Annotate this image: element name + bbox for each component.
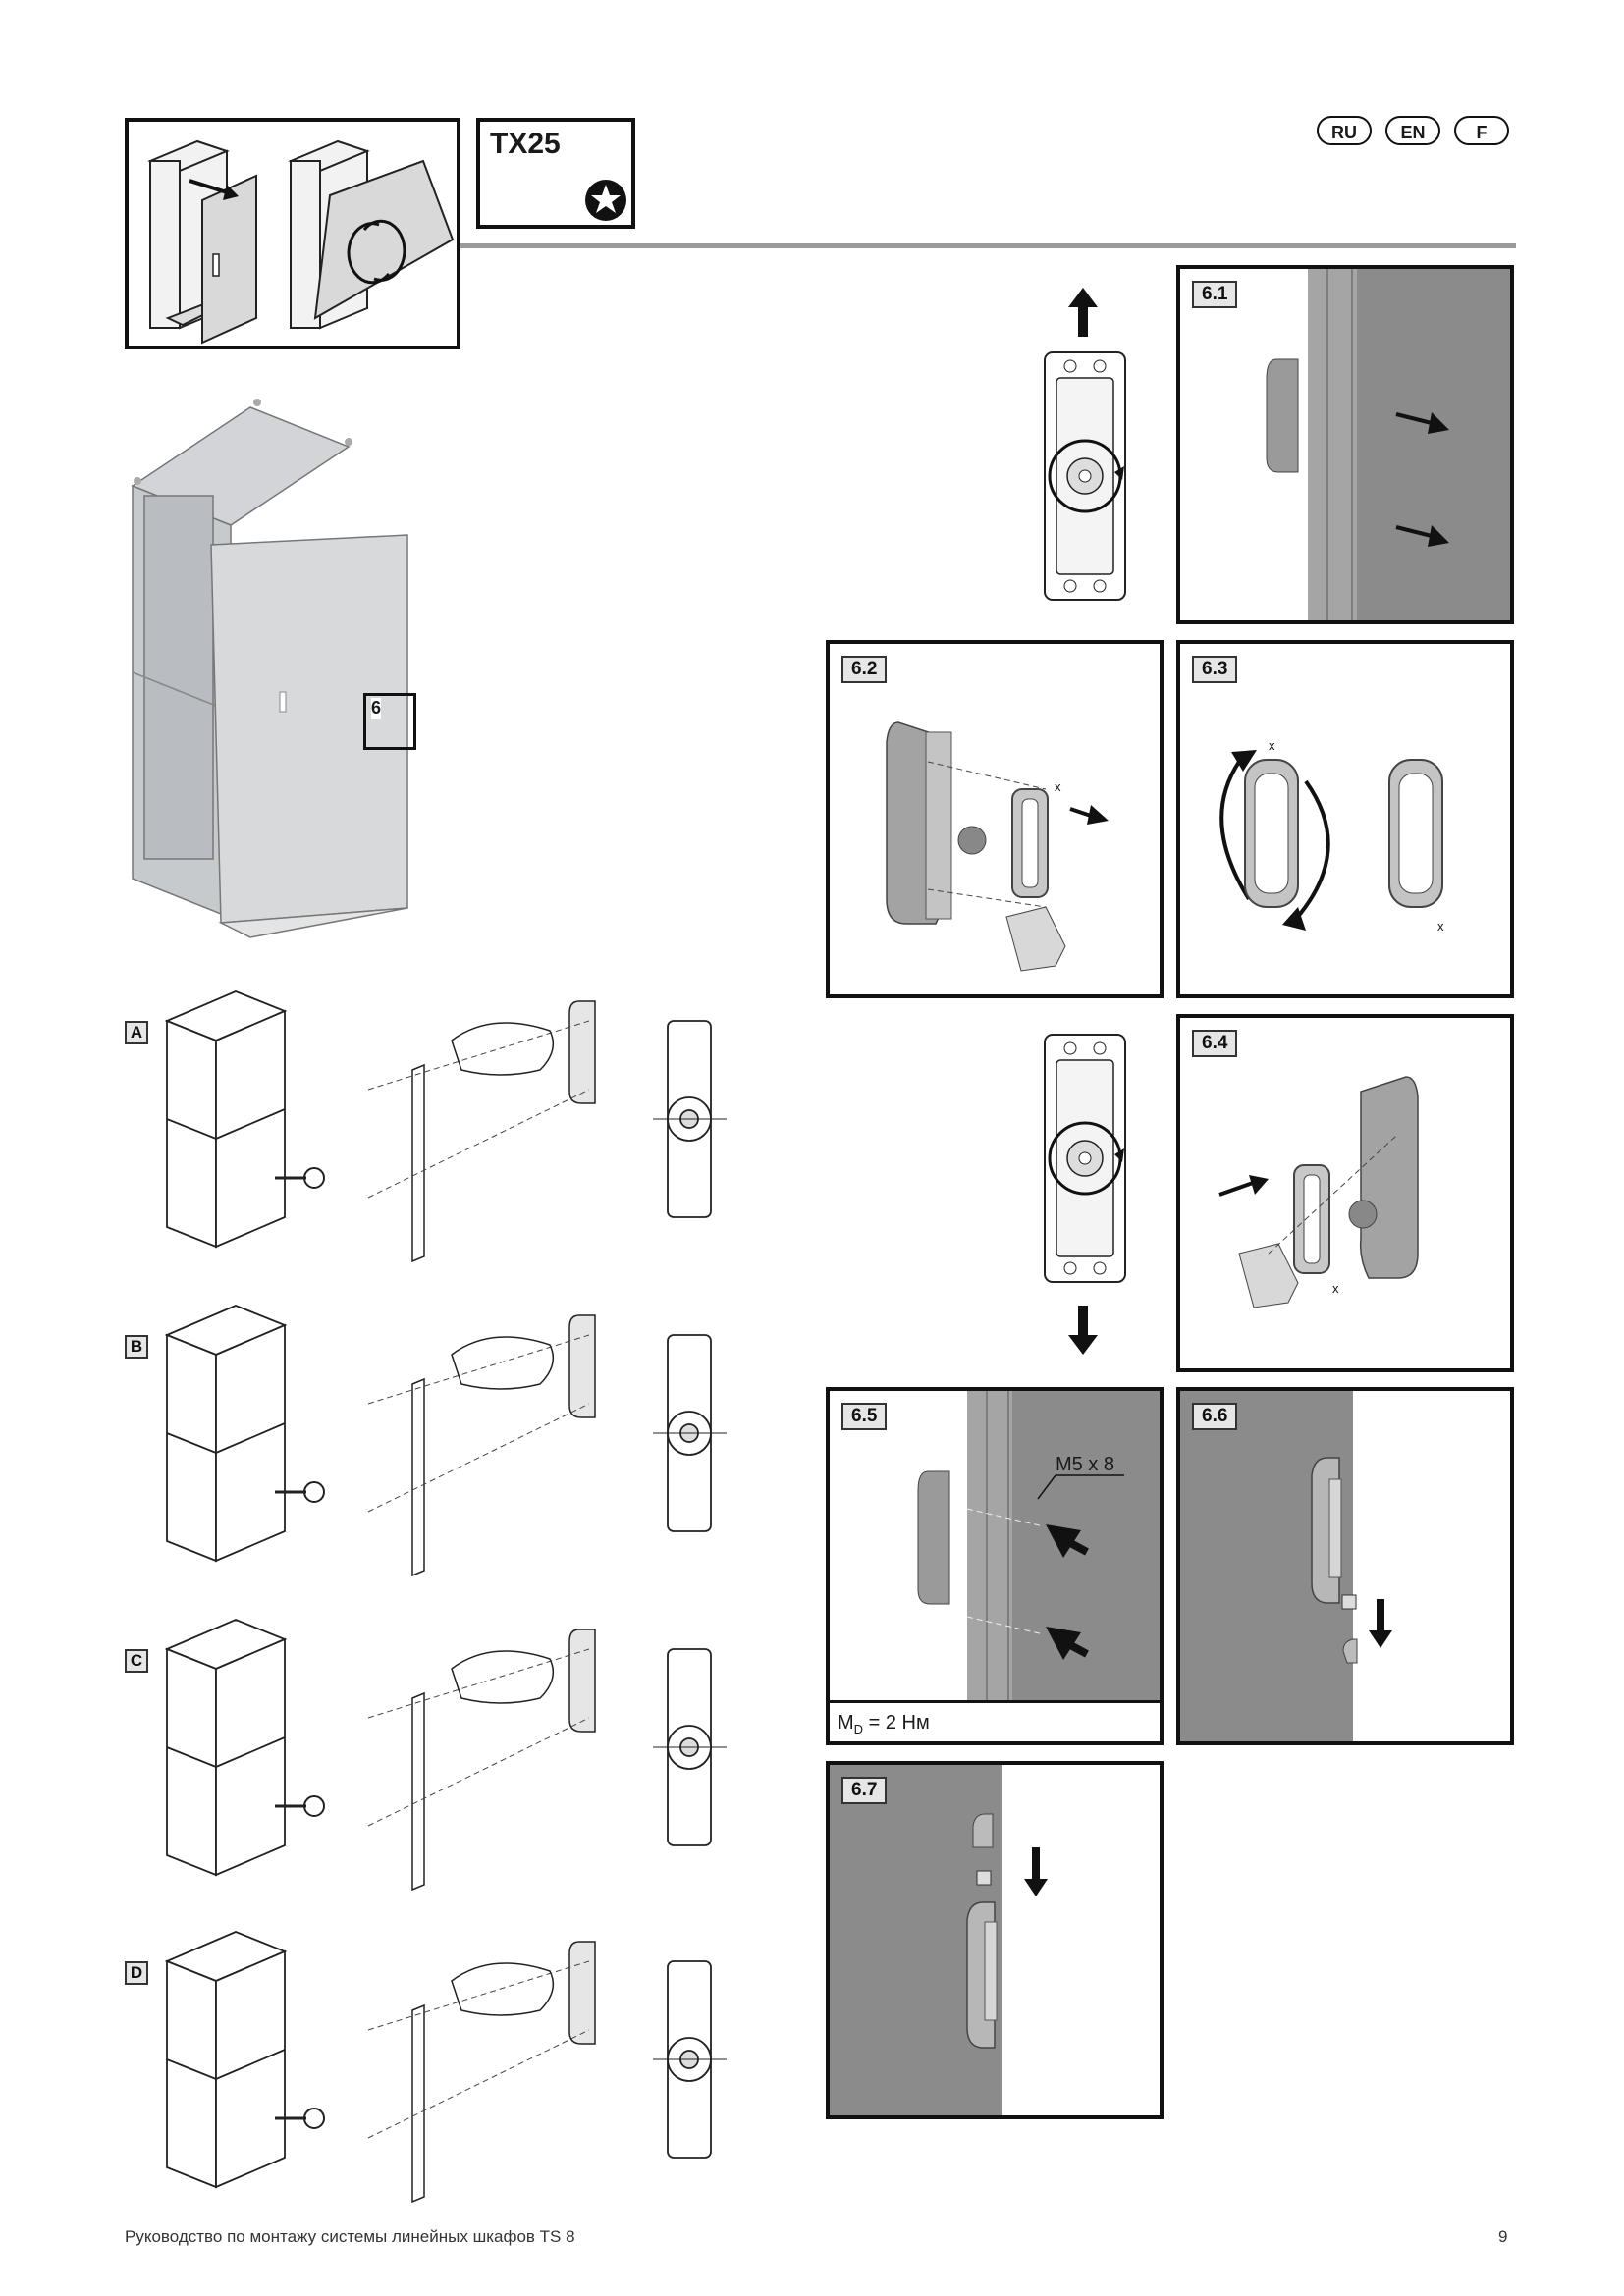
detail-callout-box: 6 [363,693,416,750]
row-assembly-illustration [164,1931,727,2204]
gear-mechanism-upper [1044,351,1126,601]
row-assembly-illustration [164,1619,727,1892]
arrow-up-icon [1068,288,1098,337]
step-6-6-illustration [1180,1391,1392,1741]
step-6-1-panel: 6.1 [1176,265,1514,624]
row-label: D [125,1961,148,1985]
step-6-5-label: 6.5 [841,1403,888,1430]
step-6-2-panel: 6.2 x [826,640,1164,998]
footer-title: Руководство по монтажу системы линейных … [125,2227,575,2246]
torque-subscript: D [853,1722,864,1736]
row-label: A [125,1021,148,1044]
step-6-6-panel: 6.6 [1176,1387,1514,1745]
screw-spec-label: M5 x 8 [1056,1454,1115,1475]
step-6-2-label: 6.2 [841,656,888,683]
row-label: B [125,1335,148,1359]
arrow-down-icon [1068,1306,1098,1355]
cabinet-overview-illustration [131,399,408,938]
mark-x: x [1437,919,1444,934]
step-6-1-label: 6.1 [1192,281,1238,308]
lang-badge-f[interactable]: F [1454,116,1509,145]
page-number: 9 [1498,2227,1508,2246]
header-rule [460,243,1516,248]
lang-badge-en[interactable]: EN [1385,116,1440,145]
gear-mechanism-lower [1044,1034,1126,1283]
rotate-arrows-icon: x x [1219,738,1444,934]
star-icon [585,180,626,221]
mark-x: x [1055,779,1061,794]
row-assembly-illustration [164,1305,727,1577]
mark-x: x [1332,1281,1339,1296]
row-label: C [125,1649,148,1673]
detail-callout-label: 6 [371,698,382,719]
row-assembly-illustration [164,990,727,1263]
mark-x: x [1269,738,1275,753]
step-6-7-label: 6.7 [841,1777,888,1804]
step-6-5-panel: 6.5 M5 x 8 MD = 2 Нм [826,1387,1164,1745]
step-6-7-illustration [830,1765,1048,2115]
tool-label: TX25 [490,128,561,160]
door-removal-icon-box [125,118,460,349]
torque-rest: = 2 Нм [863,1712,930,1734]
step-6-2-illustration: x [886,721,1109,972]
step-6-7-panel: 6.7 [826,1761,1164,2119]
cabinet-door-removal-illustration [147,139,455,345]
step-6-5-illustration [917,1391,1160,1700]
step-6-6-label: 6.6 [1192,1403,1238,1430]
step-6-3-label: 6.3 [1192,656,1238,683]
torque-value: MD = 2 Нм [838,1712,930,1736]
step-6-4-panel: 6.4 x [1176,1014,1514,1372]
step-6-1-illustration [1266,269,1510,620]
step-6-4-illustration: x [1218,1076,1419,1308]
tool-box: TX25 [476,118,635,229]
torque-row: MD = 2 Нм [830,1700,1160,1741]
step-6-3-panel: 6.3 x x [1176,640,1514,998]
step-6-4-label: 6.4 [1192,1030,1238,1057]
torque-prefix: M [838,1712,854,1734]
lang-badge-ru[interactable]: RU [1317,116,1372,145]
